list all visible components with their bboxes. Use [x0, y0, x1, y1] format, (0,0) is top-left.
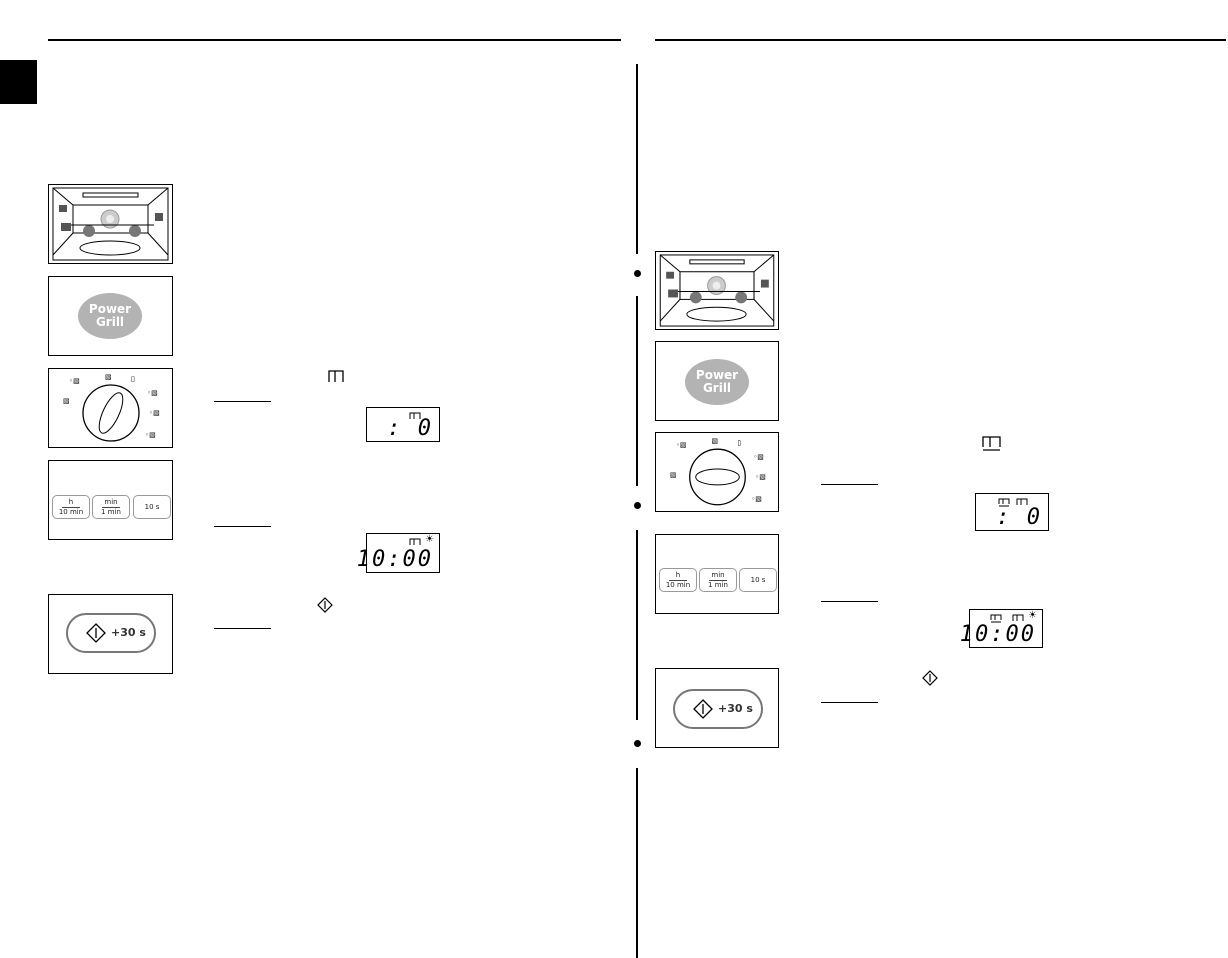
ten-seconds-key[interactable]: 10 s	[739, 568, 777, 592]
svg-text:▧: ▧	[712, 437, 719, 445]
header-rule-right	[655, 39, 1226, 41]
step-underline	[821, 484, 878, 485]
hour-key-top: h	[62, 498, 80, 508]
divider-dot	[634, 740, 641, 747]
cooking-indicator-icon	[1016, 498, 1028, 505]
start-diamond-icon	[317, 597, 333, 613]
power-grill-line2: Grill	[95, 315, 125, 329]
start-button[interactable]: +30 s	[673, 689, 763, 729]
cooking-indicator-icon	[1012, 614, 1024, 621]
power-grill-line2: Grill	[702, 381, 732, 395]
minute-key-bottom: 1 min	[101, 508, 121, 516]
mode-dial-panel: ◦▧ ▧ ▯ ▧ ◦▧ ◦▧ ◦▧	[655, 432, 779, 512]
oven-interior-panel	[655, 251, 779, 330]
start-diamond-icon	[693, 699, 713, 719]
hour-key-bottom: 10 min	[58, 508, 84, 516]
divider-dot	[634, 502, 641, 509]
cooking-indicator-icon	[409, 412, 421, 419]
grill-element-icon	[982, 436, 1001, 451]
display-panel-2: ☀ 10:00	[960, 609, 1043, 648]
power-grill-line1: Power	[88, 302, 132, 316]
svg-text:▧: ▧	[105, 373, 112, 381]
power-grill-line1: Power	[695, 368, 739, 382]
step-underline	[821, 601, 878, 602]
svg-text:◦▧: ◦▧	[753, 453, 764, 461]
start-panel: +30 s	[48, 594, 173, 674]
grill-element-icon	[328, 370, 344, 382]
display-digits: 10:00	[356, 547, 433, 572]
divider-segment	[636, 64, 638, 254]
power-grill-button[interactable]: Power Grill	[685, 359, 749, 405]
display-panel-1: : 0	[366, 407, 440, 442]
step-underline	[821, 702, 878, 703]
hour-key-top: h	[669, 571, 687, 581]
cooking-indicator-icon	[409, 538, 421, 545]
svg-text:▯: ▯	[131, 375, 135, 383]
svg-text:▯: ▯	[737, 439, 741, 447]
ten-seconds-key[interactable]: 10 s	[133, 495, 171, 519]
divider-segment	[636, 530, 638, 720]
start-button-label: +30 s	[718, 702, 753, 715]
mode-dial-icon[interactable]: ◦▧ ▧ ▯ ▧ ◦▧ ◦▧ ◦▧	[49, 369, 172, 447]
svg-text:▧: ▧	[63, 397, 70, 405]
svg-text:▧: ▧	[670, 471, 677, 479]
oven-interior-icon	[52, 187, 169, 261]
power-grill-panel: Power Grill	[48, 276, 173, 356]
step-underline	[214, 401, 271, 402]
mode-dial-panel: ◦▧ ▧ ▯ ▧ ◦▧ ◦▧ ◦▧	[48, 368, 173, 448]
svg-text:◦▧: ◦▧	[751, 495, 762, 503]
svg-text:◦▧: ◦▧	[149, 409, 160, 417]
mode-dial-icon[interactable]: ◦▧ ▧ ▯ ▧ ◦▧ ◦▧ ◦▧	[656, 433, 778, 511]
display-digits: : 0	[996, 505, 1042, 530]
start-diamond-icon	[86, 623, 106, 643]
display-panel-1: : 0	[975, 493, 1049, 531]
start-button[interactable]: +30 s	[66, 613, 156, 653]
svg-text:◦▧: ◦▧	[145, 431, 156, 439]
cooking-indicator-icon	[990, 614, 1002, 623]
svg-text:◦▧: ◦▧	[147, 389, 158, 397]
oven-interior-panel	[48, 184, 173, 264]
divider-dot	[634, 270, 641, 277]
minute-key-bottom: 1 min	[708, 581, 728, 589]
minute-key-top: min	[709, 571, 727, 581]
step-underline	[214, 526, 271, 527]
hour-key[interactable]: h 10 min	[659, 568, 697, 592]
header-rule-left	[48, 39, 621, 41]
ten-seconds-key-label: 10 s	[750, 576, 766, 584]
divider-segment	[636, 768, 638, 958]
step-underline	[214, 628, 271, 629]
display-digits: 10:00	[959, 622, 1036, 647]
start-diamond-icon	[922, 670, 938, 686]
svg-text:◦▧: ◦▧	[755, 473, 766, 481]
minute-key[interactable]: min 1 min	[92, 495, 130, 519]
display-digits: : 0	[387, 416, 433, 441]
minute-key[interactable]: min 1 min	[699, 568, 737, 592]
power-grill-button[interactable]: Power Grill	[78, 293, 142, 339]
display-panel-2: ☀ 10:00	[357, 533, 440, 573]
time-keys-panel: h 10 min min 1 min 10 s	[48, 460, 173, 540]
divider-segment	[636, 296, 638, 486]
start-panel: +30 s	[655, 668, 779, 748]
cooking-indicator-icon	[998, 498, 1010, 507]
ten-seconds-key-label: 10 s	[144, 503, 160, 511]
power-grill-panel: Power Grill	[655, 341, 779, 421]
svg-text:◦▧: ◦▧	[676, 441, 687, 449]
sun-indicator-icon: ☀	[425, 534, 434, 545]
hour-key-bottom: 10 min	[665, 581, 691, 589]
oven-interior-icon	[659, 254, 775, 327]
svg-text:◦▧: ◦▧	[69, 377, 80, 385]
section-tab	[0, 60, 37, 104]
time-keys-panel: h 10 min min 1 min 10 s	[655, 534, 779, 614]
minute-key-top: min	[102, 498, 120, 508]
hour-key[interactable]: h 10 min	[52, 495, 90, 519]
start-button-label: +30 s	[111, 626, 146, 639]
sun-indicator-icon: ☀	[1028, 610, 1037, 621]
